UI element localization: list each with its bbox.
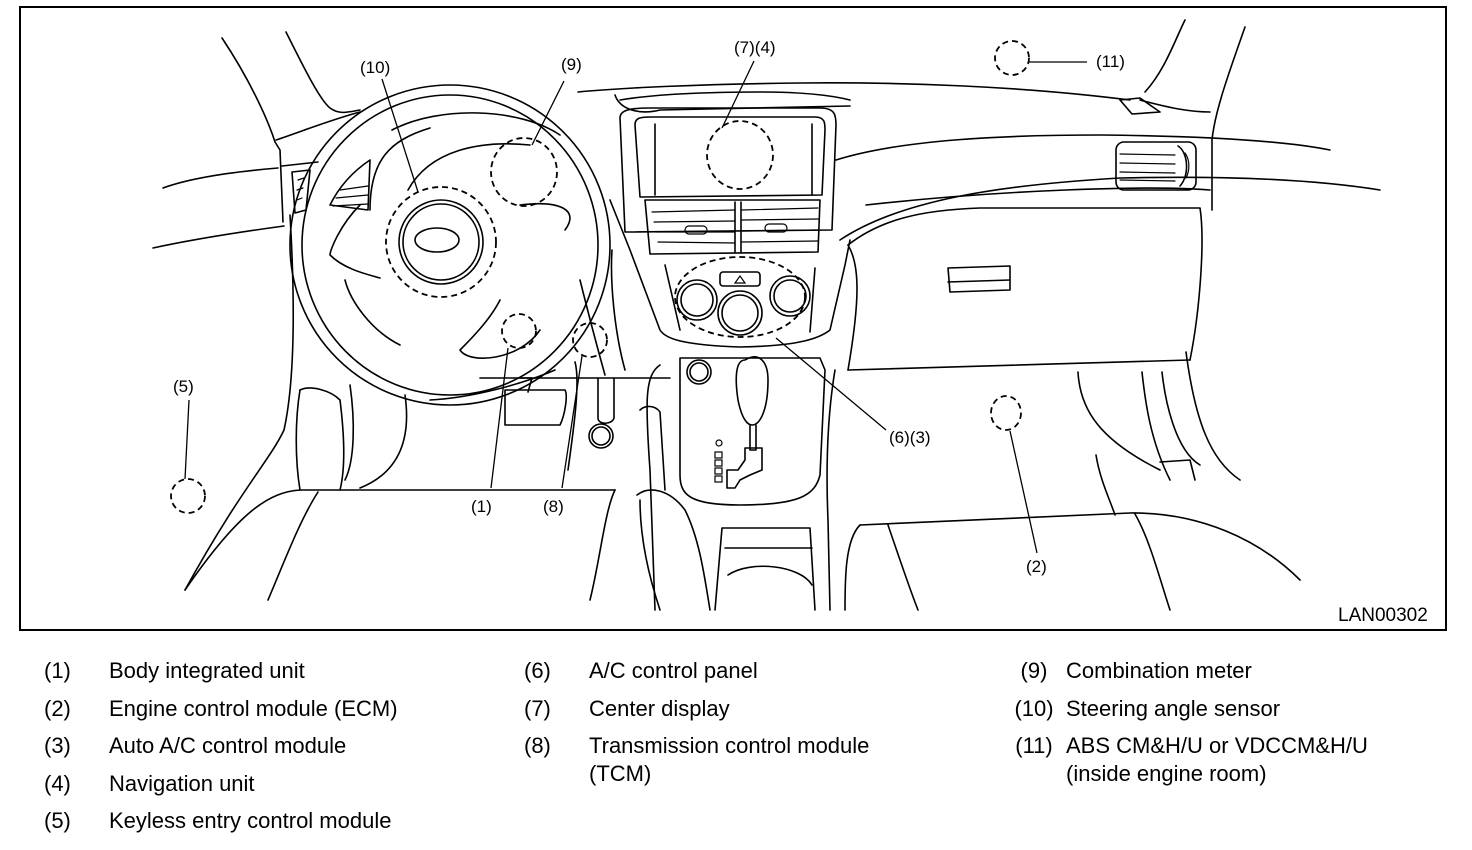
legend-item: (7) Center display [524,690,869,728]
legend-item: (3) Auto A/C control module [44,727,398,765]
legend-description: A/C control panel [589,658,758,683]
marker-ecm [990,395,1022,431]
legend-number: (6) [524,658,551,683]
callout-11: (11) [1096,52,1125,71]
marker-tcm [572,322,608,358]
legend-description: Center display [589,695,730,721]
legend-number: (2) [44,695,71,721]
marker-abs-unit [994,40,1030,76]
callout-8: (8) [543,497,564,516]
legend-item: (8) Transmission control module (TCM) [524,727,869,789]
legend-description: ABS CM&H/U or VDCCM&H/U [1066,733,1368,758]
marker-keyless-entry [170,478,206,514]
legend-item: (5) Keyless entry control module [44,802,398,840]
legend-description: Transmission control module [589,733,870,758]
legend-description-line2: (inside engine room) [1066,760,1267,786]
legend-column-1: (1) Body integrated unit (2) Engine cont… [44,652,398,840]
legend-description: Engine control module (ECM) [109,695,398,721]
legend-column-2: (6) A/C control panel (7) Center display… [524,652,869,789]
legend-description: Navigation unit [109,770,255,796]
marker-body-integrated-unit [501,313,537,349]
legend-number: (5) [44,808,71,833]
legend-description-wrap: ABS CM&H/U or VDCCM&H/U (inside engine r… [1066,727,1368,789]
legend-number: (11) [1015,733,1053,758]
callout-6-3: (6)(3) [889,428,931,447]
callout-10: (10) [360,58,390,77]
legend-description: Auto A/C control module [109,733,347,758]
legend-item: (11) ABS CM&H/U or VDCCM&H/U (inside eng… [998,727,1368,789]
dashboard-module-location-diagram: (10) (9) (7)(4) (11) (5) (6)(3) (1) (8) … [19,6,1447,631]
legend-description-wrap: Transmission control module (TCM) [589,727,869,789]
dashboard-line-art [152,19,1381,611]
marker-steering-angle-sensor [385,186,497,298]
location-markers [170,40,1030,514]
legend-description-line2: (TCM) [589,760,652,786]
legend-number: (1) [44,658,71,683]
legend-column-3: (9) Combination meter (10) Steering angl… [998,652,1368,789]
marker-center-display [706,120,774,190]
legend-number: (8) [524,733,551,758]
legend-number: (10) [1014,695,1054,721]
legend-description: Steering angle sensor [1066,695,1281,721]
legend-item: (4) Navigation unit [44,765,398,803]
legend-item: (9) Combination meter [998,652,1368,690]
figure-code: LAN00302 [1338,605,1428,626]
callout-7-4: (7)(4) [734,38,776,57]
figure-frame [19,6,1447,631]
callout-9: (9) [561,55,582,74]
legend-number: (3) [44,733,71,758]
legend-item: (1) Body integrated unit [44,652,398,690]
legend-description: Keyless entry control module [109,808,392,833]
leader-lines [184,60,1087,554]
callout-1: (1) [471,497,492,516]
marker-combination-meter [490,137,558,207]
callout-labels: (10) (9) (7)(4) (11) (5) (6)(3) (1) (8) … [173,38,1428,626]
marker-ac-panel [674,256,806,338]
legend-description: Combination meter [1066,658,1252,683]
legend-description: Body integrated unit [109,658,305,683]
legend-item: (2) Engine control module (ECM) [44,690,398,728]
legend-number: (9) [1020,658,1048,683]
callout-5: (5) [173,377,194,396]
legend-item: (10) Steering angle sensor [998,690,1368,728]
callout-2: (2) [1026,557,1047,576]
legend-number: (7) [524,695,551,721]
legend-number: (4) [44,770,71,796]
legend-item: (6) A/C control panel [524,652,869,690]
